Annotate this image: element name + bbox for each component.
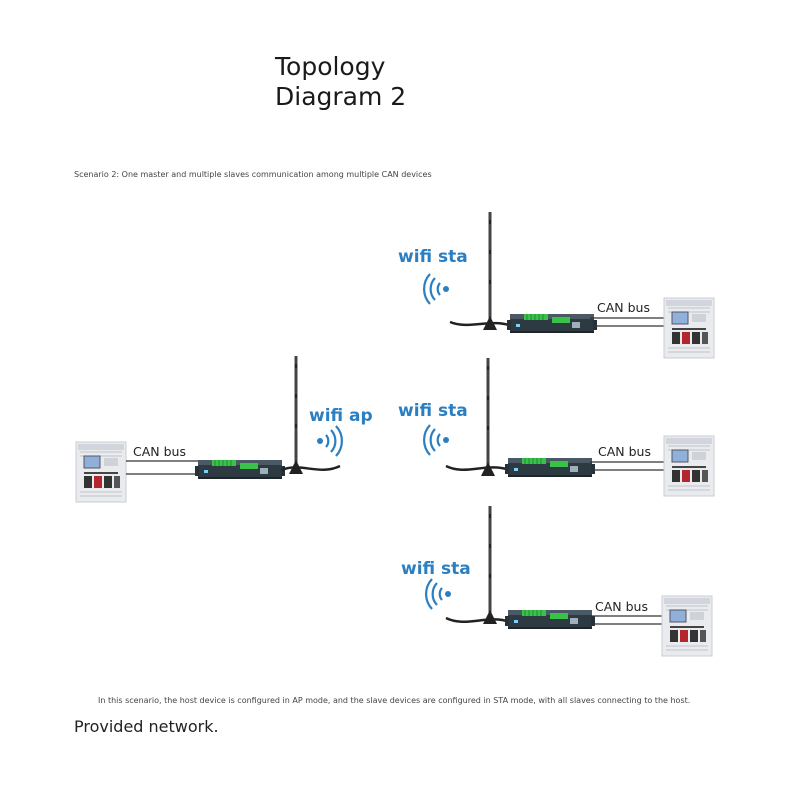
slave-1-can-device bbox=[663, 297, 715, 359]
slave-2-can-device bbox=[663, 435, 715, 497]
slave-3-antenna-cable bbox=[445, 616, 511, 624]
footer-text: Provided network. bbox=[74, 717, 219, 736]
slave-3-wifi-icon bbox=[424, 577, 453, 611]
slave-2-antenna-cable bbox=[445, 464, 511, 472]
slave-3-antenna-icon bbox=[481, 504, 499, 626]
slave-1-antenna-icon bbox=[481, 210, 499, 332]
slave-3-can-device bbox=[661, 595, 713, 657]
slave-2-can-bus-label: CAN bus bbox=[598, 444, 651, 459]
slave-3-gateway-device bbox=[504, 609, 596, 630]
slave-3-group: wifi sta CAN bus bbox=[401, 504, 713, 657]
slave-1-wifi-icon bbox=[422, 272, 451, 306]
master-can-device bbox=[75, 441, 127, 503]
master-antenna-icon bbox=[287, 354, 305, 476]
title-line-1: Topology bbox=[275, 52, 386, 81]
slave-1-group: wifi sta CAN bus bbox=[398, 210, 715, 359]
slave-2-group: wifi sta CAN bus bbox=[398, 356, 715, 497]
slave-1-antenna-cable bbox=[449, 320, 513, 328]
slave-2-wifi-icon bbox=[422, 423, 451, 457]
slave-2-gateway-device bbox=[504, 457, 596, 478]
slave-1-can-bus-label: CAN bus bbox=[597, 300, 650, 315]
master-wifi-label: wifi ap bbox=[309, 406, 373, 426]
scenario-text: Scenario 2: One master and multiple slav… bbox=[74, 170, 432, 179]
master-antenna-cable bbox=[281, 464, 341, 472]
master-group: CAN bus wifi ap bbox=[75, 354, 373, 503]
title-line-2: Diagram 2 bbox=[275, 82, 407, 111]
slave-3-can-bus-label: CAN bus bbox=[595, 599, 648, 614]
page-title: Topology Diagram 2 bbox=[275, 52, 406, 112]
slave-1-wifi-label: wifi sta bbox=[398, 247, 468, 267]
slave-2-antenna-icon bbox=[479, 356, 497, 478]
master-wifi-icon bbox=[315, 424, 344, 458]
master-can-bus-label: CAN bus bbox=[133, 444, 186, 459]
slave-1-gateway-device bbox=[506, 313, 598, 334]
footnote-text: In this scenario, the host device is con… bbox=[98, 696, 691, 705]
slave-3-wifi-label: wifi sta bbox=[401, 559, 471, 579]
slave-2-wifi-label: wifi sta bbox=[398, 401, 468, 421]
master-gateway-device bbox=[194, 459, 286, 480]
